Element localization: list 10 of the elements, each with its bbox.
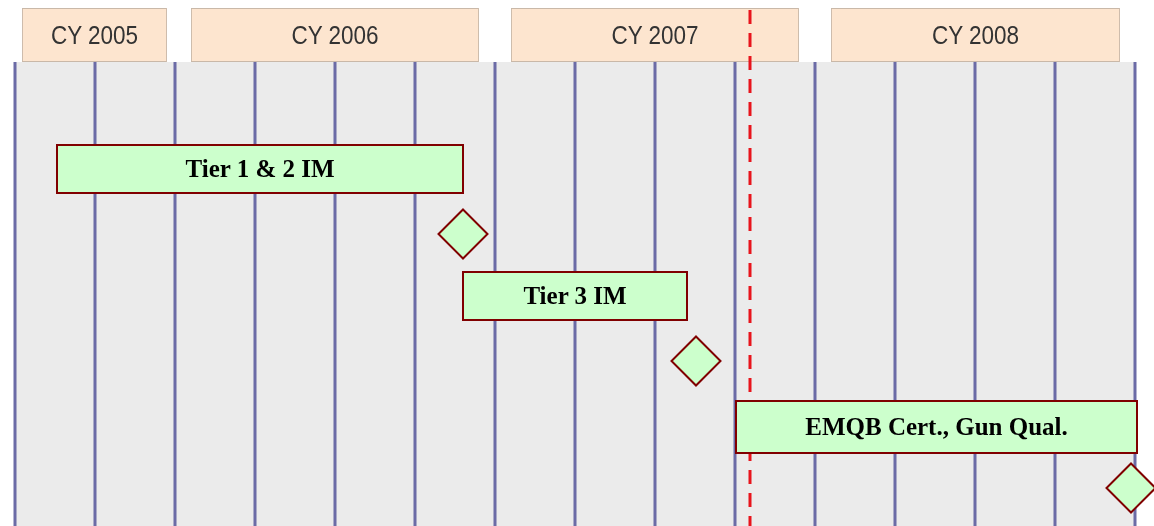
task-bar: Tier 3 IM [462, 271, 688, 321]
milestone-diamond [670, 335, 722, 387]
year-header: CY 2007 [511, 8, 799, 62]
milestone-diamond [437, 208, 489, 260]
task-bar: EMQB Cert., Gun Qual. [735, 400, 1138, 454]
year-header: CY 2008 [831, 8, 1120, 62]
milestone-diamond [1105, 462, 1154, 514]
task-bar: Tier 1 & 2 IM [56, 144, 464, 194]
year-header: CY 2006 [191, 8, 479, 62]
year-header: CY 2005 [22, 8, 167, 62]
